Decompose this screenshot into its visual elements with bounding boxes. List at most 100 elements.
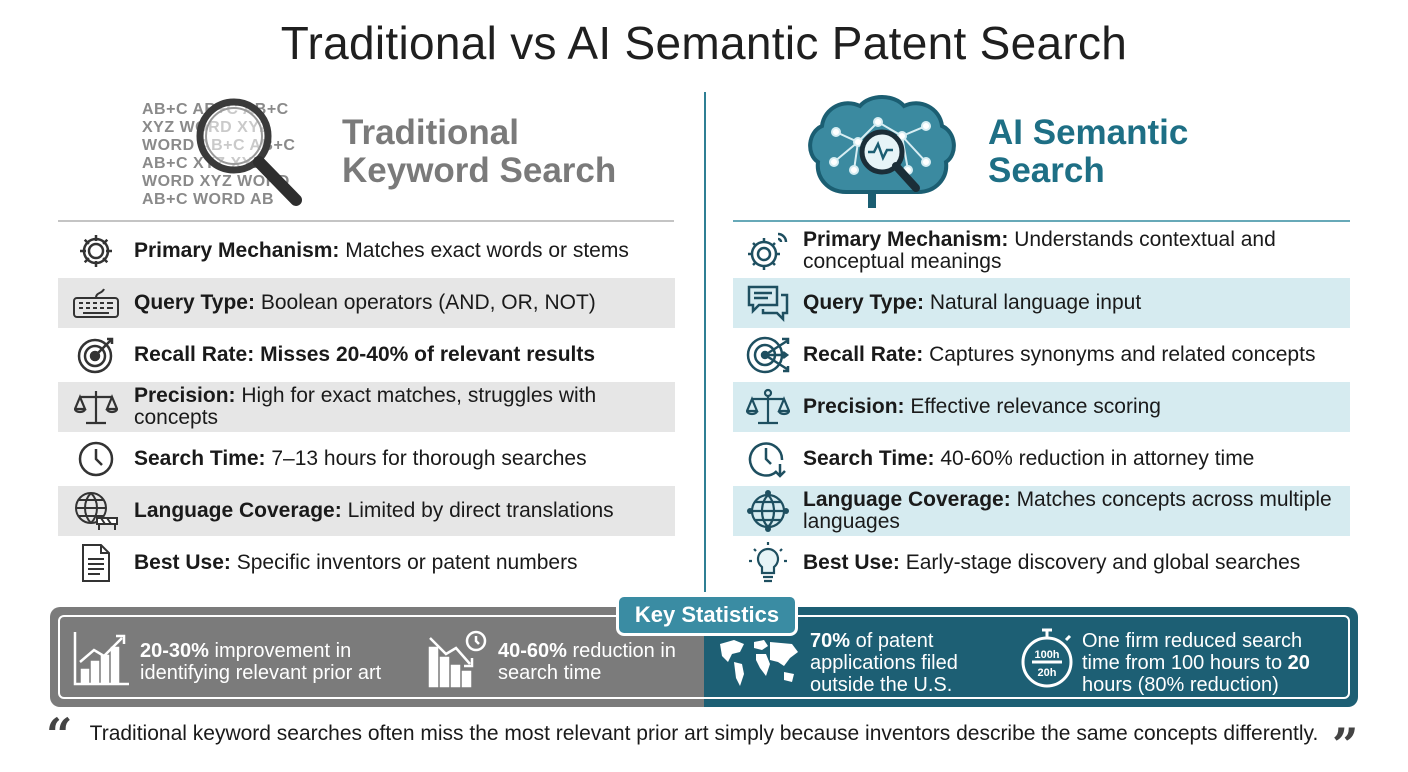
stopwatch-text-bottom: 20h (1038, 667, 1057, 679)
row-value: Understands contextual and conceptual me… (803, 228, 1276, 273)
row-text: Recall Rate: Captures synonyms and relat… (803, 344, 1315, 366)
clock-icon (58, 434, 134, 484)
row-value: Misses 20-40% of relevant results (260, 343, 596, 366)
comparison-row: Best Use: Early-stage discovery and glob… (733, 538, 1350, 588)
heading-line: Search (988, 151, 1105, 190)
row-text: Best Use: Specific inventors or patent n… (134, 552, 578, 574)
row-label: Best Use: (134, 551, 231, 574)
row-label: Precision: (134, 384, 236, 407)
stat-description: of patent applications filed outside the… (810, 630, 958, 696)
row-value: Early-stage discovery and global searche… (905, 551, 1301, 574)
keyword-art-line: WORD XYZ WORD (142, 173, 290, 190)
stopwatch-icon: 100h 20h (1021, 628, 1073, 688)
row-text: Language Coverage: Limited by direct tra… (134, 500, 614, 522)
row-value: 7–13 hours for thorough searches (271, 447, 587, 470)
document-icon (58, 538, 134, 588)
footer-quote: Traditional keyword searches often miss … (89, 722, 1319, 745)
row-text: Language Coverage: Matches concepts acro… (803, 489, 1350, 533)
stat-item: One firm reduced search time from 100 ho… (1082, 630, 1332, 696)
comparison-row: Query Type: Natural language input (733, 278, 1350, 328)
row-text: Search Time: 7–13 hours for thorough sea… (134, 448, 587, 470)
stats-right-half (704, 607, 1358, 707)
heading-line: Traditional (342, 113, 519, 152)
stat-figure: 40-60% (498, 640, 567, 662)
keyboard-icon (58, 278, 134, 328)
key-statistics-tag: Key Statistics (616, 594, 798, 636)
row-label: Search Time: (134, 447, 266, 470)
magnifier-icon (196, 98, 302, 206)
stat-item: 40-60% reduction in search time (498, 640, 688, 684)
comparison-row: Query Type: Boolean operators (AND, OR, … (58, 278, 675, 328)
row-value: 40-60% reduction in attorney time (940, 447, 1255, 470)
gear-icon (58, 226, 134, 276)
scales-icon (58, 382, 134, 432)
stats-left-half (50, 607, 704, 707)
row-label: Query Type: (803, 291, 924, 314)
row-label: Recall Rate: (803, 343, 924, 366)
stat-item: 20-30% improvement in identifying releva… (140, 640, 400, 684)
comparison-row: Primary Mechanism: Matches exact words o… (58, 226, 675, 276)
declining-chart-icon (428, 630, 487, 688)
ai-heading: AI Semantic Search (988, 114, 1188, 190)
page-title: Traditional vs AI Semantic Patent Search (280, 17, 1128, 69)
stat-figure: 20 (1287, 652, 1310, 674)
stopwatch-text-top: 100h (1034, 649, 1059, 661)
heading-line: AI Semantic (988, 113, 1189, 152)
row-label: Query Type: (134, 291, 255, 314)
row-value: High for exact matches, struggles with c… (134, 384, 597, 429)
lightbulb-icon (733, 538, 803, 588)
smart-gear-icon (733, 226, 803, 276)
keyword-art-line: AB+C WORD AB (142, 191, 275, 208)
row-text: Precision: Effective relevance scoring (803, 396, 1161, 418)
row-value: Matches concepts across multiple languag… (803, 488, 1332, 533)
row-text: Primary Mechanism: Matches exact words o… (134, 240, 629, 262)
comparison-row: Search Time: 40-60% reduction in attorne… (733, 434, 1350, 484)
row-text: Precision: High for exact matches, strug… (134, 385, 675, 429)
row-value: Matches exact words or stems (345, 239, 629, 262)
stat-item: 70% of patent applications filed outside… (810, 630, 1010, 696)
globe-network-icon (733, 486, 803, 536)
row-value: Limited by direct translations (347, 499, 614, 522)
row-value: Effective relevance scoring (910, 395, 1161, 418)
column-divider (704, 92, 706, 592)
stat-figure: 70% (810, 630, 851, 652)
key-statistics-panel (50, 607, 1358, 707)
row-label: Recall Rate: (134, 343, 255, 366)
comparison-row: Language Coverage: Matches concepts acro… (733, 486, 1350, 536)
row-label: Language Coverage: (134, 499, 342, 522)
row-label: Primary Mechanism: (803, 228, 1009, 251)
clock-arrow-icon (733, 434, 803, 484)
row-text: Best Use: Early-stage discovery and glob… (803, 552, 1300, 574)
multi-target-icon (733, 330, 803, 380)
row-label: Precision: (803, 395, 905, 418)
row-label: Best Use: (803, 551, 900, 574)
stat-figure: 20-30% (140, 640, 209, 662)
row-text: Primary Mechanism: Understands contextua… (803, 229, 1350, 273)
row-value: Boolean operators (AND, OR, NOT) (260, 291, 596, 314)
target-icon (58, 330, 134, 380)
stat-description: improvement in identifying relevant prio… (140, 640, 382, 684)
header-rule (733, 220, 1350, 222)
row-label: Search Time: (803, 447, 935, 470)
traditional-heading: Traditional Keyword Search (342, 114, 616, 190)
comparison-row: Recall Rate: Misses 20-40% of relevant r… (58, 330, 675, 380)
comparison-row: Precision: High for exact matches, strug… (58, 382, 675, 432)
comparison-row: Search Time: 7–13 hours for thorough sea… (58, 434, 675, 484)
chat-bubbles-icon (733, 278, 803, 328)
close-quote-mark: ” (1332, 718, 1359, 772)
row-text: Query Type: Boolean operators (AND, OR, … (134, 292, 596, 314)
open-quote-mark: “ (46, 708, 73, 762)
comparison-row: Primary Mechanism: Understands contextua… (733, 226, 1350, 276)
ai-brain-icon (808, 95, 956, 208)
stat-description: hours (80% reduction) (1082, 674, 1279, 696)
stat-description: One firm reduced search time from 100 ho… (1082, 630, 1303, 674)
row-value: Specific inventors or patent numbers (236, 551, 578, 574)
row-label: Language Coverage: (803, 488, 1011, 511)
world-map-icon (720, 640, 798, 686)
row-value: Natural language input (929, 291, 1142, 314)
comparison-row: Language Coverage: Limited by direct tra… (58, 486, 675, 536)
stat-description: reduction in search time (498, 640, 676, 684)
growth-chart-icon (73, 632, 129, 686)
heading-line: Keyword Search (342, 151, 617, 190)
row-label: Primary Mechanism: (134, 239, 340, 262)
